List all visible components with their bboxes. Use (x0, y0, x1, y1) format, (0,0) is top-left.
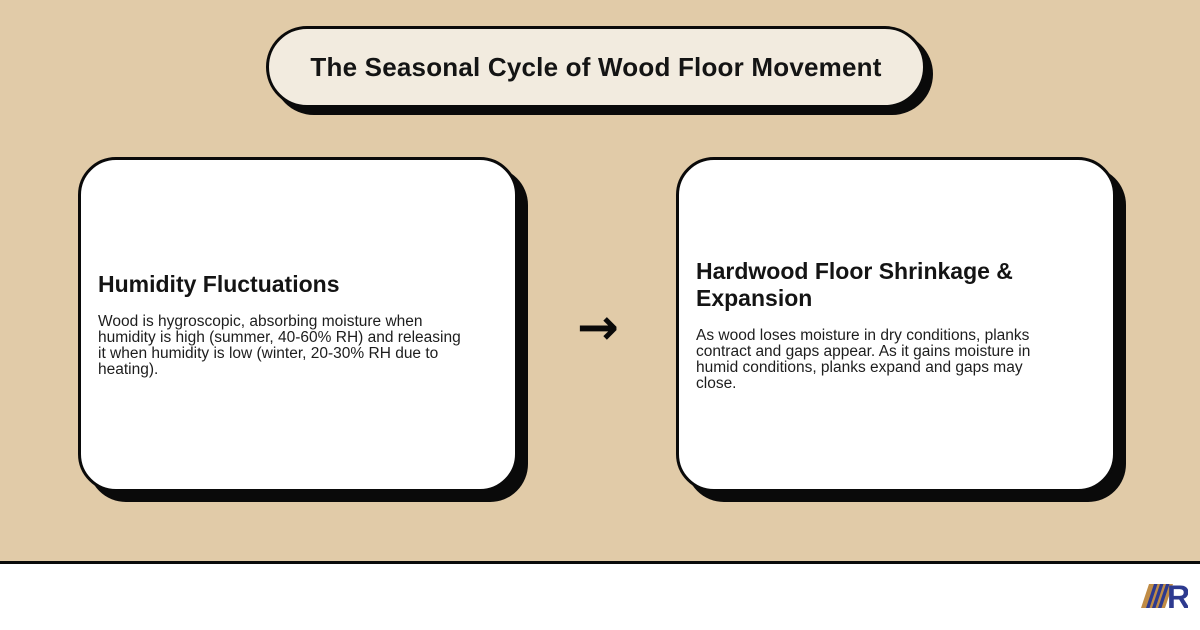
title-banner: The Seasonal Cycle of Wood Floor Movemen… (266, 26, 926, 108)
card-shrinkage-expansion: Hardwood Floor Shrinkage & Expansion As … (676, 157, 1116, 492)
card-heading: Humidity Fluctuations (98, 271, 340, 297)
card-body-text: Wood is hygroscopic, absorbing moisture … (98, 313, 461, 378)
arrow-right-glyph: → (577, 298, 619, 356)
footer-bar: R (0, 561, 1200, 630)
card-body-text: As wood loses moisture in dry conditions… (696, 326, 1031, 392)
logo-stripes-icon (1141, 584, 1173, 608)
card-humidity-fluctuations: Humidity Fluctuations Wood is hygroscopi… (78, 157, 518, 492)
arrow-right-icon: → (572, 295, 624, 359)
logo-letter: R (1167, 582, 1188, 610)
card-heading: Hardwood Floor Shrinkage & Expansion (696, 257, 1013, 311)
page-title: The Seasonal Cycle of Wood Floor Movemen… (310, 51, 882, 82)
brand-logo: R (1141, 582, 1188, 610)
